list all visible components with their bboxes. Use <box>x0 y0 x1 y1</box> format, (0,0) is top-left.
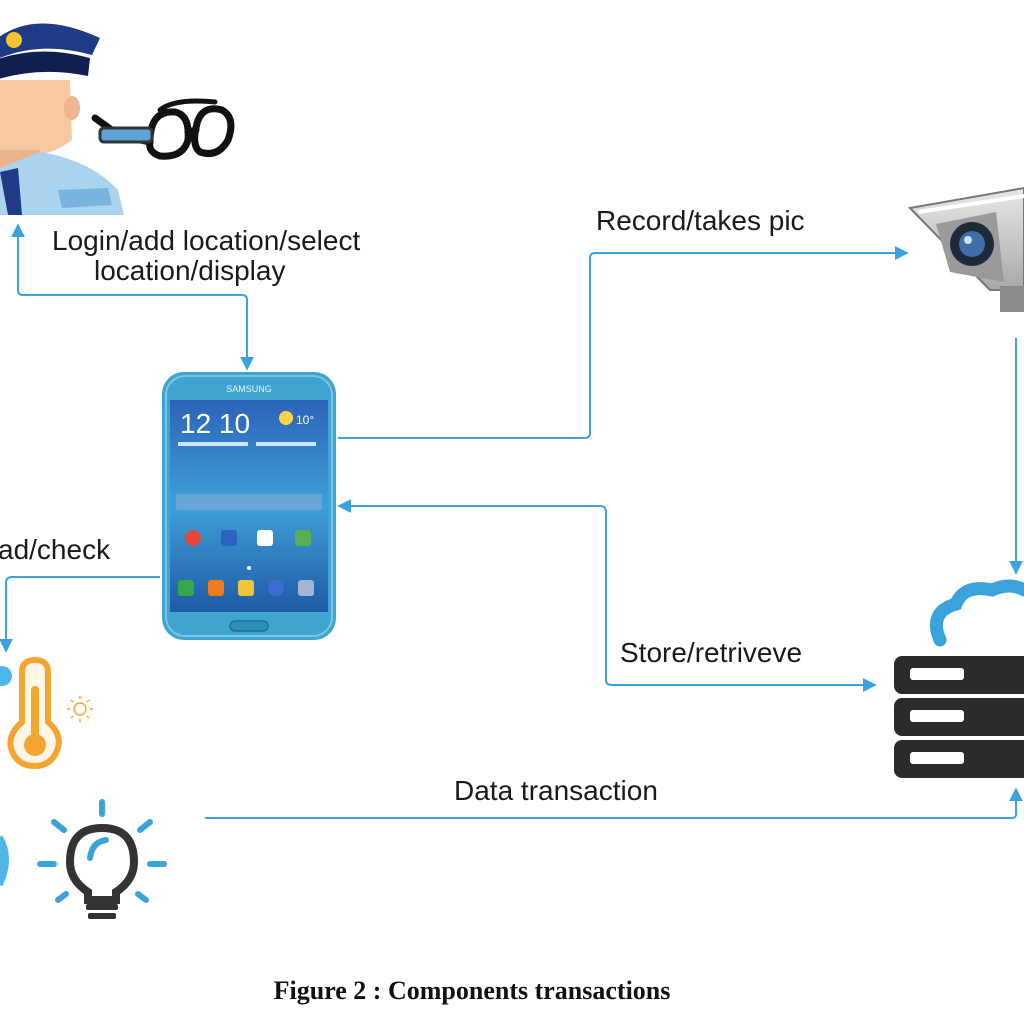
phone-brand: SAMSUNG <box>226 384 272 394</box>
data-transaction-connector <box>205 787 1023 819</box>
camera-link-label: Record/takes pic <box>596 205 805 236</box>
phone-camera-connector <box>338 246 909 439</box>
smart-glasses-icon <box>91 98 235 160</box>
cloud-server-icon <box>894 579 1024 778</box>
smartphone: SAMSUNG 12 10 10° <box>162 372 336 640</box>
sensor-link-label: ad/check <box>0 534 111 565</box>
officer-avatar <box>0 23 124 215</box>
officer-phone-connector <box>11 223 254 371</box>
storage-link-label: Store/retriveve <box>620 637 803 668</box>
figure-caption: Figure 2 : Components transactions <box>273 976 671 1005</box>
security-camera-icon <box>907 186 1024 312</box>
light-bulb-icon <box>0 799 167 919</box>
phone-home-button <box>229 620 269 632</box>
sensor-connector <box>0 576 160 653</box>
phone-clock: 12 10 <box>180 408 250 439</box>
officer-link-label-line1: Login/add location/select <box>52 225 361 256</box>
storage-connector <box>337 499 877 692</box>
phone-weather: 10° <box>296 413 314 427</box>
sun-icon <box>67 696 93 722</box>
data-transaction-label: Data transaction <box>454 775 658 806</box>
phone-app-icons <box>178 530 314 596</box>
connector-lines <box>0 223 1023 819</box>
officer-link-label-line2: location/display <box>94 255 286 286</box>
phone-search-bar <box>176 494 322 510</box>
thermometer-icon <box>0 656 62 770</box>
